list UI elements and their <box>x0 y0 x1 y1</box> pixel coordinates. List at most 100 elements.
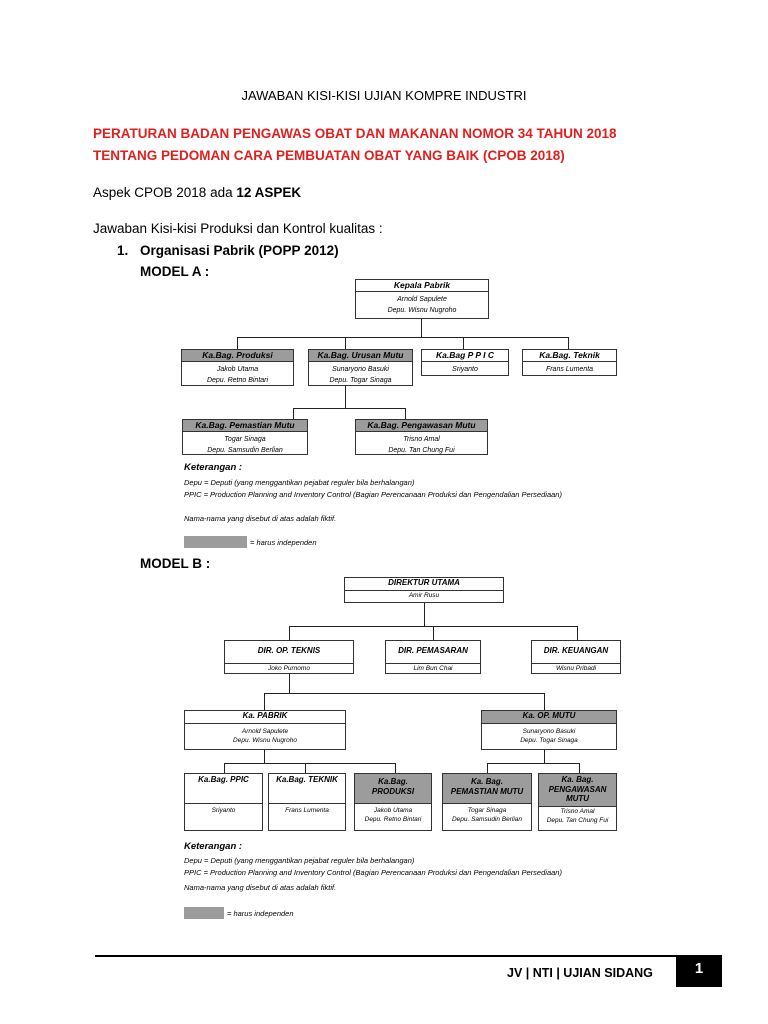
org-box-title: Ka.Bag. Pemastian Mutu <box>183 420 307 432</box>
item-number: 1. <box>117 243 129 258</box>
legend-swatch <box>184 536 247 548</box>
org-box-title: Ka.Bag P P I C <box>422 350 508 362</box>
connector <box>544 693 545 710</box>
org-box-name: Sriyanto <box>452 366 478 373</box>
connector <box>405 408 406 419</box>
aspect-count: 12 ASPEK <box>236 185 302 200</box>
connector <box>544 750 545 763</box>
org-box-ka-op-mutu: Ka. OP. MUTU Sunaryono Basuki Depu. Toga… <box>481 710 617 750</box>
connector <box>264 693 265 710</box>
org-box-title: Ka.Bag. PPIC <box>185 774 262 804</box>
org-box-deputy: Depu. Wisnu Nugroho <box>233 737 297 744</box>
org-box-ka-pabrik: Ka. PABRIK Arnold Sapulete Depu. Wisnu N… <box>184 710 346 750</box>
connector <box>305 763 306 773</box>
org-box-dir-keuangan: DIR. KEUANGAN Wisnu Pribadi <box>531 640 621 674</box>
org-box-title: Ka.Bag. Urusan Mutu <box>309 350 412 362</box>
connector <box>433 626 434 640</box>
connector <box>224 763 225 773</box>
org-box-deputy: Depu. Wisnu Nugroho <box>387 307 457 314</box>
org-box-deputy: Depu. Tan Chung Fui <box>546 817 609 824</box>
aspect-prefix: Aspek CPOB 2018 ada <box>93 185 237 200</box>
org-box-bag-pemastian-mutu: Ka. Bag. PEMASTIAN MUTU Togar Sinaga Dep… <box>442 773 532 831</box>
org-box-name: Trisno Amal <box>560 808 595 815</box>
org-box-produksi: Ka.Bag. Produksi Jakob Utama Depu. Retno… <box>181 349 294 386</box>
legend-text: = harus independen <box>227 909 294 918</box>
org-box-title: DIR. PEMASARAN <box>386 641 480 664</box>
footer-rule <box>95 955 685 957</box>
connector <box>289 626 290 640</box>
org-box-title: Ka. Bag. PEMASTIAN MUTU <box>443 774 531 804</box>
notes-line: Depu = Deputi (yang menggantikan pejabat… <box>184 478 415 487</box>
org-box-title: Ka. Bag. PENGAWASAN MUTU <box>539 774 616 807</box>
org-box-title: Ka.Bag. Pengawasan Mutu <box>356 420 487 432</box>
org-box-name: Amir Rusu <box>408 592 440 599</box>
notes-line: PPIC = Production Planning and Inventory… <box>184 490 562 499</box>
org-box-name: Joko Purnomo <box>268 665 310 672</box>
org-box-deputy: Depu. Togar Sinaga <box>520 737 578 744</box>
org-box-deputy: Depu. Samsudin Berlian <box>207 447 283 454</box>
org-box-name: Sunaryono Basuki <box>522 728 576 735</box>
connector <box>577 626 578 640</box>
org-box-name: Trisno Amal <box>403 436 440 443</box>
connector <box>237 337 568 338</box>
org-box-deputy: Depu. Togar Sinaga <box>329 377 392 384</box>
connector <box>424 603 425 626</box>
org-box-title: Ka.Bag. PRODUKSI <box>355 774 431 804</box>
section-intro: Jawaban Kisi-kisi Produksi dan Kontrol k… <box>93 221 383 236</box>
notes-heading: Keterangan : <box>184 462 243 473</box>
org-box-title: Ka. OP. MUTU <box>482 711 616 724</box>
org-box-name: Jakob Utama <box>216 366 259 373</box>
model-b-label: MODEL B : <box>140 556 211 571</box>
page-number: 1 <box>676 955 722 987</box>
regulation-title-line1: PERATURAN BADAN PENGAWAS OBAT DAN MAKANA… <box>93 126 617 141</box>
connector <box>345 337 346 349</box>
org-box-name: Jakob Utama <box>373 807 413 814</box>
connector <box>395 763 396 773</box>
document-title: JAWABAN KISI-KISI UJIAN KOMPRE INDUSTRI <box>241 88 527 103</box>
org-box-name: Arnold Sapulete <box>241 728 289 735</box>
org-box-deputy: Depu. Retno Bintari <box>364 816 422 823</box>
footer-text: JV | NTI | UJIAN SIDANG <box>507 966 653 980</box>
connector <box>293 408 294 419</box>
notes-line: Depu = Deputi (yang menggantikan pejabat… <box>184 856 415 865</box>
connector <box>264 750 265 763</box>
org-box-urusan-mutu: Ka.Bag. Urusan Mutu Sunaryono Basuki Dep… <box>308 349 413 386</box>
connector <box>264 693 544 694</box>
legend-swatch <box>184 907 224 919</box>
org-box-title: DIR. OP. TEKNIS <box>225 641 353 664</box>
org-box-name: Wisnu Pribadi <box>555 665 597 672</box>
org-box-name: Sriyanto <box>211 807 236 814</box>
org-box-pemastian-mutu: Ka.Bag. Pemastian Mutu Togar Sinaga Depu… <box>182 419 308 455</box>
connector <box>579 763 580 773</box>
connector <box>237 337 238 349</box>
org-box-title: DIREKTUR UTAMA <box>345 578 503 591</box>
org-box-title: Ka.Bag. Produksi <box>182 350 293 362</box>
aspect-line: Aspek CPOB 2018 ada 12 ASPEK <box>93 185 301 200</box>
org-box-name: Arnold Sapulete <box>397 296 447 303</box>
connector <box>421 319 422 337</box>
org-box-name: Togar Sinaga <box>467 807 507 814</box>
connector <box>487 763 488 773</box>
org-box-name: Togar Sinaga <box>224 436 266 443</box>
org-box-bag-produksi: Ka.Bag. PRODUKSI Jakob Utama Depu. Retno… <box>354 773 432 831</box>
connector <box>289 674 290 693</box>
connector <box>487 763 579 764</box>
org-box-name: Frans Lumenta <box>545 366 594 373</box>
legend-text: = harus independen <box>250 538 317 547</box>
connector <box>568 337 569 349</box>
connector <box>345 386 346 408</box>
org-box-dir-pemasaran: DIR. PEMASARAN Lim Bun Chai <box>385 640 481 674</box>
org-box-deputy: Depu. Tan Chung Fui <box>388 447 455 454</box>
org-box-teknik: Ka.Bag. Teknik Frans Lumenta <box>522 349 617 376</box>
org-box-name: Lim Bun Chai <box>413 665 453 672</box>
notes-heading: Keterangan : <box>184 841 243 852</box>
notes-line: PPIC = Production Planning and Inventory… <box>184 868 562 877</box>
connector <box>293 408 405 409</box>
org-box-title: Ka.Bag. TEKNIK <box>269 774 345 804</box>
org-box-name: Frans Lumenta <box>285 807 329 814</box>
org-box-pengawasan-mutu: Ka.Bag. Pengawasan Mutu Trisno Amal Depu… <box>355 419 488 455</box>
org-box-ppic: Ka.Bag P P I C Sriyanto <box>421 349 509 376</box>
connector <box>224 763 395 764</box>
org-box-direktur-utama: DIREKTUR UTAMA Amir Rusu <box>344 577 504 603</box>
notes-line: Nama-nama yang disebut di atas adalah fi… <box>184 514 337 523</box>
